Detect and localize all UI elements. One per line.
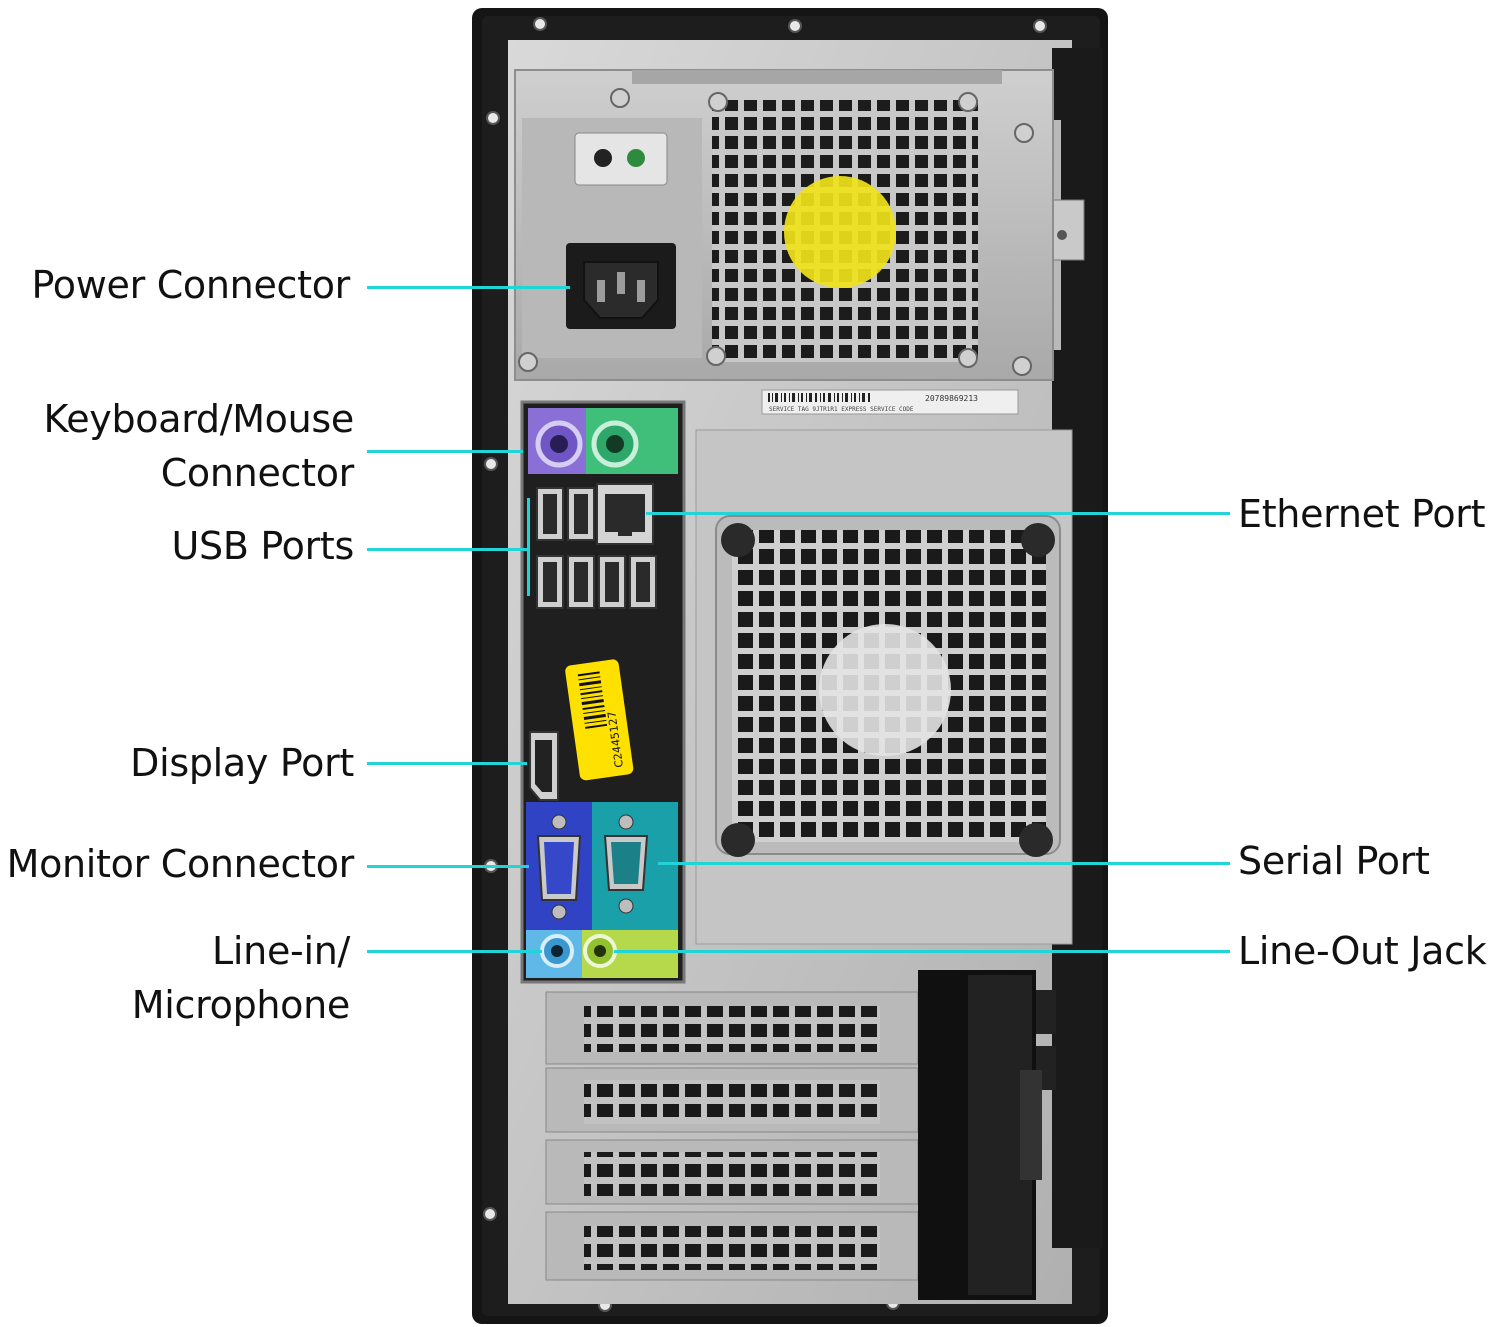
display-port bbox=[529, 731, 559, 801]
psu-status-plate bbox=[574, 132, 668, 186]
leader-keyboard-mouse bbox=[367, 450, 523, 453]
leader-usb-ports bbox=[367, 548, 529, 551]
expansion-slots bbox=[545, 990, 1056, 1281]
label-ethernet-port: Ethernet Port bbox=[1238, 492, 1486, 536]
label-monitor-connector: Monitor Connector bbox=[6, 842, 355, 886]
label-serial-port: Serial Port bbox=[1238, 839, 1430, 883]
label-line-in-line1: Line-in/ bbox=[212, 929, 350, 973]
serial-port-connector bbox=[603, 814, 649, 914]
service-tag-sticker: 20789869213 SERVICE TAG 9JTR1R1 EXPRESS … bbox=[761, 389, 1019, 415]
slot-retention-latch bbox=[918, 970, 1042, 1300]
case-fan-hub-label bbox=[819, 624, 951, 756]
leader-display-port bbox=[367, 762, 527, 765]
label-power-connector: Power Connector bbox=[31, 263, 351, 307]
leader-power-connector bbox=[367, 286, 570, 289]
service-tag-caption: SERVICE TAG 9JTR1R1 EXPRESS SERVICE CODE bbox=[769, 406, 914, 413]
power-supply bbox=[514, 69, 1054, 381]
power-connector bbox=[566, 243, 676, 329]
leader-monitor-connector bbox=[367, 865, 529, 868]
vga-port bbox=[536, 814, 582, 920]
psu-fan-hub-label bbox=[784, 176, 896, 288]
label-line-out-jack: Line-Out Jack bbox=[1238, 929, 1487, 973]
label-display-port: Display Port bbox=[130, 741, 354, 785]
leader-line-in bbox=[367, 950, 542, 953]
leader-usb-ports-bracket bbox=[527, 498, 530, 596]
service-tag-number: 20789869213 bbox=[925, 394, 978, 403]
case-fan bbox=[695, 429, 1073, 945]
label-usb-ports: USB Ports bbox=[171, 524, 354, 568]
chassis-screws bbox=[483, 17, 1047, 1312]
asset-tag-sticker: C2445127 bbox=[565, 659, 634, 781]
leader-ethernet-port bbox=[646, 512, 1230, 515]
leader-line-out-jack bbox=[614, 950, 1230, 953]
psu-button-icon bbox=[594, 149, 612, 167]
psu-led-icon bbox=[627, 149, 645, 167]
label-keyboard-mouse-line2: Connector bbox=[160, 451, 355, 495]
io-panel: C2445127 bbox=[520, 400, 686, 984]
ethernet-port bbox=[596, 483, 654, 545]
leader-serial-port bbox=[658, 862, 1230, 865]
label-line-in-line2: Microphone bbox=[131, 983, 351, 1027]
label-keyboard-mouse-line1: Keyboard/Mouse bbox=[43, 397, 354, 441]
